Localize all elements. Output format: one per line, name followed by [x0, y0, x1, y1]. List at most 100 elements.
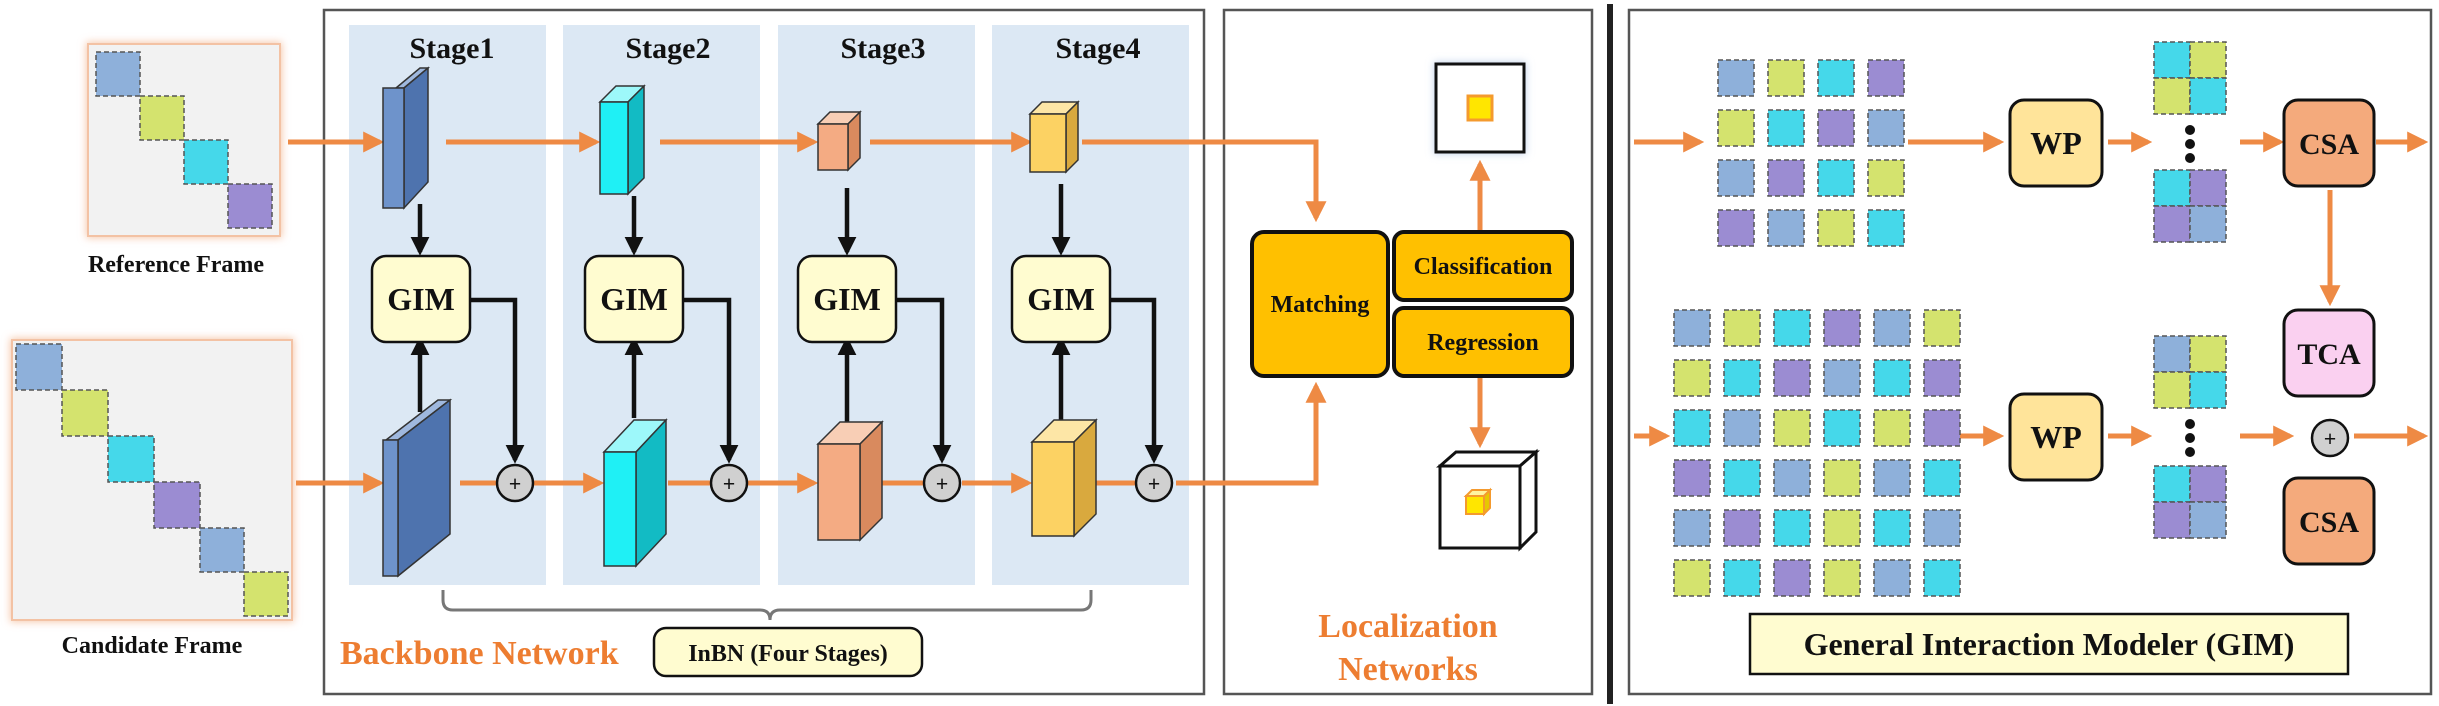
token-tile	[1873, 459, 1911, 497]
stage3-title: Stage3	[841, 32, 926, 65]
token-tile	[1773, 359, 1811, 397]
token-tile	[1673, 309, 1711, 347]
stage1-plus-circle: +	[495, 463, 535, 503]
stage1-reference-feature	[382, 66, 431, 210]
stage1-gim-label: GIM	[387, 281, 455, 317]
token-tile	[1773, 409, 1811, 447]
token-tile	[1723, 509, 1761, 547]
wp-label: WP	[2030, 419, 2082, 455]
token-tile	[1867, 59, 1905, 97]
token-tile	[1823, 409, 1861, 447]
reference-frame-label: Reference Frame	[88, 252, 264, 278]
backbone-network-title: Backbone Network	[340, 635, 619, 672]
classification-box: Classification	[1392, 230, 1574, 302]
classification-label: Classification	[1414, 254, 1553, 280]
token-tile	[1867, 159, 1905, 197]
stage4-gim-label: GIM	[1027, 281, 1095, 317]
token-tile	[1873, 409, 1911, 447]
tca-label: TCA	[2297, 338, 2361, 371]
candidate-token-grid	[1673, 309, 1961, 597]
reference-csa-box: CSA	[2282, 98, 2376, 188]
stage2-gim-box: GIM	[583, 254, 685, 344]
token-tile	[1823, 359, 1861, 397]
token-tile	[1873, 509, 1911, 547]
token-tile	[1673, 459, 1711, 497]
token-tile	[1773, 559, 1811, 597]
token-tile	[1717, 209, 1755, 247]
matching-label: Matching	[1271, 292, 1370, 318]
token-tile	[1773, 459, 1811, 497]
token-tile	[1867, 209, 1905, 247]
regression-label: Regression	[1427, 330, 1539, 356]
localization-title-line2: Networks	[1338, 651, 1478, 688]
plus-sign: +	[2324, 426, 2337, 451]
token-tile	[1817, 159, 1855, 197]
token-tile	[1767, 159, 1805, 197]
inbn-bracket	[441, 590, 1093, 621]
plus-sign: +	[1148, 471, 1161, 496]
reference-window-stack-bottom	[2153, 169, 2227, 243]
stage2-plus-circle: +	[709, 463, 749, 503]
token-tile	[1923, 409, 1961, 447]
stage2-gim-label: GIM	[600, 281, 668, 317]
token-tile	[1923, 309, 1961, 347]
token-tile	[1673, 559, 1711, 597]
token-tile	[1823, 459, 1861, 497]
plus-sign: +	[723, 471, 736, 496]
stage3-gim-box: GIM	[796, 254, 898, 344]
gim-detail-panel	[1627, 8, 2433, 696]
token-tile	[1817, 109, 1855, 147]
token-tile	[1717, 59, 1755, 97]
token-tile	[1923, 459, 1961, 497]
stage3-gim-label: GIM	[813, 281, 881, 317]
token-tile	[1823, 509, 1861, 547]
reference-window-stack-top	[2153, 41, 2227, 115]
token-tile	[1723, 309, 1761, 347]
inbn-label-box	[652, 626, 924, 678]
stage4-gim-box: GIM	[1010, 254, 1112, 344]
token-tile	[1723, 359, 1761, 397]
token-tile	[1823, 559, 1861, 597]
token-tile	[1923, 359, 1961, 397]
candidate-frame-label: Candidate Frame	[62, 633, 243, 659]
reference-flow-arrows	[288, 131, 1327, 223]
token-tile	[1723, 459, 1761, 497]
inbn-label: InBN (Four Stages)	[688, 641, 888, 667]
stage4-candidate-feature	[1030, 418, 1098, 538]
stage2-reference-feature	[598, 84, 646, 196]
stage2-candidate-feature	[602, 418, 668, 568]
ellipsis-dots	[2185, 125, 2195, 163]
stage3-plus-circle: +	[922, 463, 962, 503]
candidate-window-stack-bottom	[2153, 465, 2227, 539]
token-tile	[1817, 209, 1855, 247]
token-tile	[1717, 159, 1755, 197]
token-tile	[1767, 109, 1805, 147]
localization-title-line1: Localization	[1318, 608, 1498, 645]
candidate-window-stack-top	[2153, 335, 2227, 409]
stage1-gim-box: GIM	[370, 254, 472, 344]
candidate-csa-box: CSA	[2282, 476, 2376, 566]
token-tile	[1817, 59, 1855, 97]
reference-token-grid	[1717, 59, 1905, 247]
token-tile	[1723, 409, 1761, 447]
stage4-reference-feature	[1028, 100, 1080, 174]
token-tile	[1823, 309, 1861, 347]
gim-connection-arrows	[410, 184, 1164, 464]
candidate-frame-image	[10, 338, 294, 622]
regression-output-box	[1436, 448, 1540, 552]
token-tile	[1773, 509, 1811, 547]
stage4-title: Stage4	[1056, 32, 1141, 65]
token-tile	[1873, 359, 1911, 397]
token-tile	[1873, 559, 1911, 597]
gim-title-box	[1748, 612, 2350, 676]
csa-label: CSA	[2299, 128, 2359, 161]
gim-title: General Interaction Modeler (GIM)	[1804, 626, 2295, 662]
plus-sign: +	[936, 471, 949, 496]
token-tile	[1673, 409, 1711, 447]
tca-box: TCA	[2282, 308, 2376, 398]
token-tile	[1923, 509, 1961, 547]
reference-frame-image	[86, 42, 282, 238]
wp-label: WP	[2030, 125, 2082, 161]
backbone-panel	[322, 8, 1206, 696]
